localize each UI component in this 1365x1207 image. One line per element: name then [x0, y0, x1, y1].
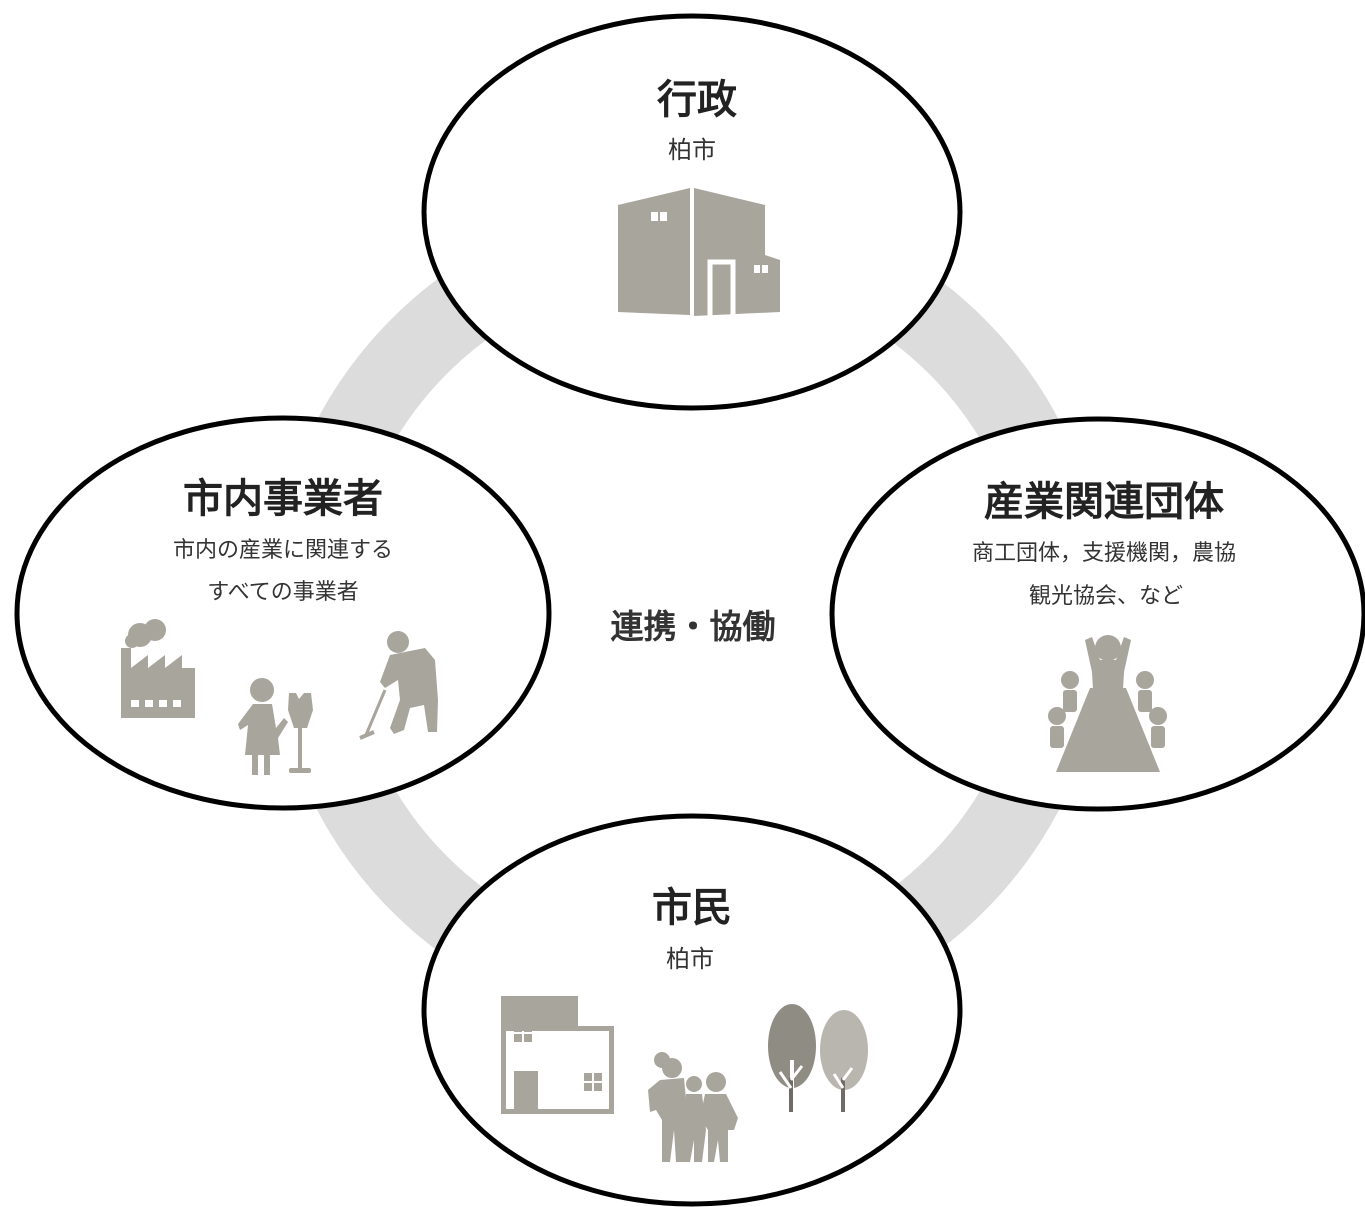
trees-icon: [768, 1004, 868, 1112]
node-citizens: 市民 柏市: [421, 813, 963, 1207]
factory-icon: [121, 619, 195, 718]
node-citizens-subtitle: 柏市: [666, 945, 714, 973]
node-citizens-title: 市民: [652, 885, 732, 931]
node-industry-groups-ellipse: [829, 416, 1365, 812]
node-businesses: 市内事業者 市内の産業に関連する すべての事業者: [14, 415, 552, 811]
family-icon: [648, 1052, 738, 1162]
node-businesses-title: 市内事業者: [183, 476, 383, 522]
center-label: 連携・協働: [611, 607, 776, 646]
meeting-icon: [1048, 635, 1167, 772]
node-industry-groups-title: 産業関連団体: [984, 479, 1224, 525]
city-hall-icon: [618, 188, 780, 316]
node-businesses-subtitle-1: 市内の産業に関連する: [173, 538, 393, 563]
node-industry-groups-subtitle-2: 観光協会、など: [1029, 584, 1183, 609]
node-industry-groups: 産業関連団体 商工団体，支援機関，農協 観光協会、など: [829, 416, 1365, 812]
cleaner-icon: [359, 631, 438, 740]
house-icon: [501, 996, 614, 1114]
node-government: 行政 柏市: [421, 13, 963, 411]
node-businesses-subtitle-2: すべての事業者: [207, 580, 359, 605]
node-government-ellipse: [421, 13, 963, 411]
node-government-title: 行政: [657, 77, 737, 123]
tailor-icon: [238, 678, 313, 775]
node-industry-groups-subtitle-1: 商工団体，支援機関，農協: [972, 541, 1236, 566]
node-government-subtitle: 柏市: [668, 136, 716, 164]
